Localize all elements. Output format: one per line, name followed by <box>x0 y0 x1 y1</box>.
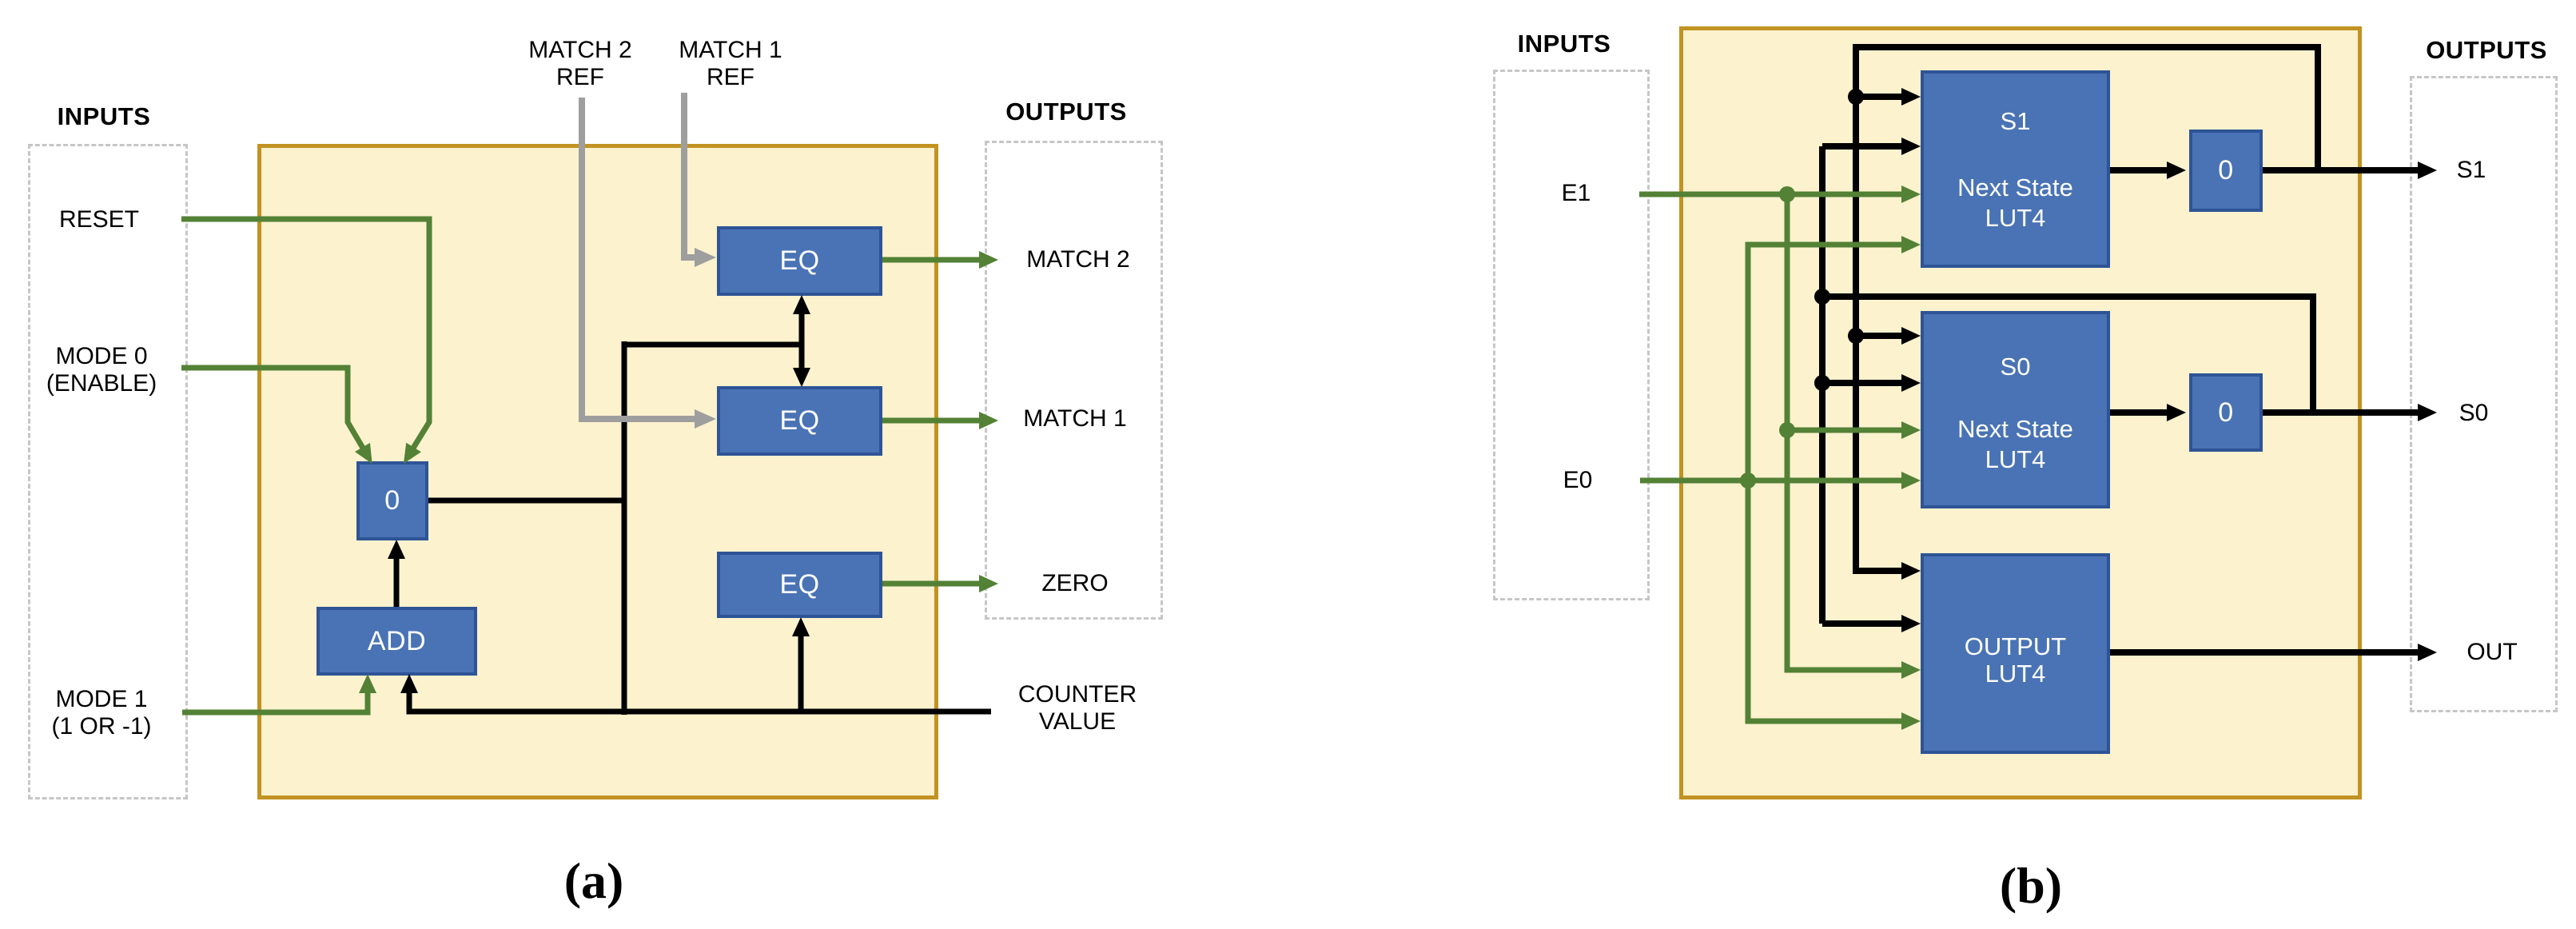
a-ref-match2-label: MATCH 2 REF <box>528 37 632 90</box>
b-s1-lut4-block: S1 Next State LUT4 <box>1921 70 2110 268</box>
b-output-s0-label: S0 <box>2459 400 2489 426</box>
b-s0-lut4-title: S0 <box>2000 353 2031 381</box>
a-inputs-title: INPUTS <box>57 102 151 130</box>
a-outputs-title: OUTPUTS <box>1005 98 1127 126</box>
a-output-match1-label: MATCH 1 <box>1023 405 1127 432</box>
b-s0-lut4-block: S0 Next State LUT4 <box>1921 311 2110 508</box>
b-inputs-title: INPUTS <box>1517 30 1611 58</box>
a-input-mode1-label: MODE 1 (1 OR -1) <box>51 686 152 740</box>
a-eq-match2-block: EQ <box>717 226 882 296</box>
b-output-lut4-block: OUTPUT LUT4 <box>1921 553 2110 754</box>
b-s1-lut4-line2: Next State <box>1957 173 2073 201</box>
a-output-match2-label: MATCH 2 <box>1026 246 1130 273</box>
b-s1-lut4-title: S1 <box>2000 107 2031 135</box>
a-add-block: ADD <box>317 607 477 676</box>
b-outputs-title: OUTPUTS <box>2426 36 2547 64</box>
b-output-s1-label: S1 <box>2456 157 2486 183</box>
b-input-e1-label: E1 <box>1561 180 1591 206</box>
b-output-out-label: OUT <box>2467 639 2518 665</box>
a-output-counter-label: COUNTER VALUE <box>1017 681 1137 735</box>
b-output-lut4-title: OUTPUT <box>1964 632 2067 660</box>
a-outputs-box <box>985 141 1163 620</box>
b-input-e0-label: E0 <box>1563 467 1593 493</box>
b-inputs-box <box>1493 70 1650 600</box>
a-eq-zero-block: EQ <box>717 552 882 618</box>
b-s0-lut4-line3: LUT4 <box>1985 445 2046 473</box>
a-inputs-box <box>28 144 188 799</box>
a-input-mode0-label: MODE 0 (ENABLE) <box>46 343 157 397</box>
a-input-reset-label: RESET <box>58 206 140 233</box>
a-caption: (a) <box>563 852 624 909</box>
b-outputs-box <box>2410 76 2558 712</box>
b-s1-lut4-line3: LUT4 <box>1985 204 2046 232</box>
b-caption: (b) <box>1999 857 2063 914</box>
a-eq-match1-block: EQ <box>717 386 882 456</box>
a-counter-register-block: 0 <box>356 461 428 540</box>
a-ref-match1-label: MATCH 1 REF <box>679 37 782 90</box>
b-output-lut4-line2: LUT4 <box>1985 660 2046 688</box>
a-output-zero-label: ZERO <box>1041 570 1109 596</box>
b-s1-register-block: 0 <box>2189 130 2263 212</box>
b-s0-register-block: 0 <box>2189 373 2263 452</box>
b-s0-lut4-line2: Next State <box>1957 415 2073 443</box>
